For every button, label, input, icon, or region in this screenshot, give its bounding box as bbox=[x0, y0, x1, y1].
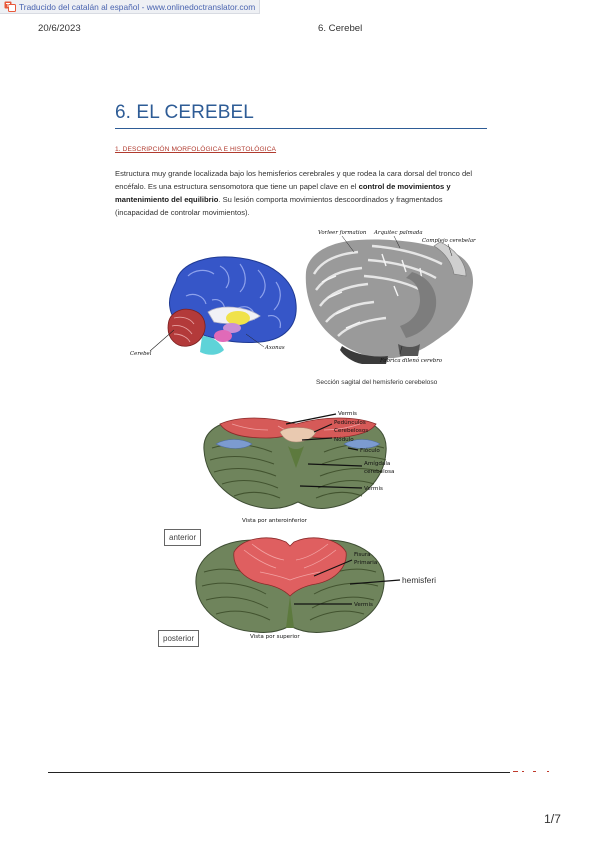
label-box-anterior: anterior bbox=[164, 529, 202, 546]
section-label-1: Vorleer formation bbox=[318, 230, 367, 236]
anterior-label-tonsil-2: cerebelosa bbox=[364, 469, 394, 475]
translate-icon bbox=[4, 1, 16, 12]
brain-label-cerebellum: Cerebel bbox=[130, 351, 152, 357]
anterior-label-tonsil: Amígdala bbox=[364, 460, 390, 467]
body-paragraph: Estructura muy grande localizada bajo lo… bbox=[115, 167, 487, 219]
superior-label-vermis: Vermis bbox=[354, 602, 373, 608]
anterior-label-peduncles-2: Cerebelosos bbox=[334, 428, 368, 434]
anterior-label-flocculus: Flóculo bbox=[360, 447, 380, 454]
section-label-2: Arquitec palmada bbox=[373, 230, 423, 236]
print-date: 20/6/2023 bbox=[38, 23, 81, 34]
anterior-label-vermis-2: Vermis bbox=[364, 486, 383, 492]
footer-rule bbox=[48, 772, 510, 773]
brain-label-2: Axonas bbox=[264, 345, 285, 351]
paragraph-text-2: . Su lesión comporta movimientos descoor… bbox=[115, 195, 443, 217]
superior-label-fissure: Fisura bbox=[354, 552, 371, 558]
section-label-4: Fabrica dilenó cerebro bbox=[379, 357, 443, 364]
title-underline bbox=[115, 128, 487, 129]
paragraph-text-1: Estructura muy grande localizada bajo lo… bbox=[115, 169, 473, 191]
anterior-label-peduncles: Pedúnculos bbox=[334, 419, 366, 426]
print-header-title: 6. Cerebel bbox=[318, 23, 363, 34]
page-number: 1/7 bbox=[544, 812, 561, 826]
banner-text: Traducido del catalán al español - www.o… bbox=[19, 1, 256, 12]
superior-label-hemisphere: hemisferi bbox=[402, 575, 436, 585]
footer-decoration bbox=[513, 771, 549, 772]
label-box-posterior: posterior bbox=[158, 630, 200, 647]
translator-banner[interactable]: Traducido del catalán al español - www.o… bbox=[0, 0, 261, 14]
superior-view-caption: Vista por superior bbox=[250, 634, 300, 640]
figure1-caption: Sección sagital del hemisferio cerebelos… bbox=[316, 379, 438, 386]
cerebellum-superior-figure: Fisura Primaria hemisferi Vermis Vista p… bbox=[195, 537, 436, 640]
brain-sagittal-figure: Cerebel Axonas bbox=[130, 256, 297, 357]
section-heading: 1. DESCRIPCIÓN MORFOLÓGICA E HISTOLÓGICA bbox=[115, 146, 277, 153]
section-label-3: Complejo cerebelar bbox=[422, 238, 476, 244]
page-title: 6. EL CEREBEL bbox=[115, 102, 254, 123]
cerebellum-anterior-figure: Vermis Pedúnculos Cerebelosos Nódulo Fló… bbox=[203, 411, 394, 524]
paragraph-bold: control de movimientos y mantenimiento d… bbox=[115, 182, 451, 204]
anterior-view-caption: Vista por anteroinferior bbox=[242, 518, 308, 524]
anterior-label-vermis: Vermis bbox=[338, 411, 357, 417]
cerebellum-section-figure: Vorleer formation Arquitec palmada Compl… bbox=[305, 230, 476, 364]
superior-label-fissure-2: Primaria bbox=[354, 560, 377, 566]
anterior-label-nodule: Nódulo bbox=[334, 436, 354, 443]
